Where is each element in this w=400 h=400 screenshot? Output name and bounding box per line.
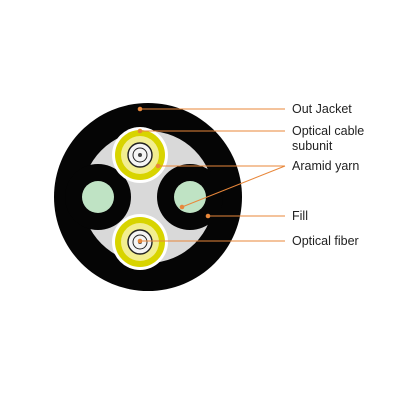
right-strength-element xyxy=(157,164,223,230)
left-strength-element xyxy=(65,164,131,230)
label-aramid-yarn: Aramid yarn xyxy=(292,159,359,173)
dot-fill xyxy=(205,213,211,219)
leader-lines xyxy=(140,108,286,242)
dot-optical-fiber xyxy=(137,238,143,244)
label-fill: Fill xyxy=(292,209,308,223)
label-optical-fiber: Optical fiber xyxy=(292,234,359,248)
dot-aramid-yarn-b xyxy=(179,204,185,210)
top-optical-subunit xyxy=(112,127,168,183)
dot-out-jacket xyxy=(137,106,143,112)
leader-aramid-yarn-b xyxy=(181,165,286,208)
dot-optical-cable-subunit xyxy=(137,128,143,134)
label-out-jacket: Out Jacket xyxy=(292,102,352,116)
label-optical-cable-subunit-line2: subunit xyxy=(292,139,333,153)
label-optical-cable-subunit-line1: Optical cable xyxy=(292,124,364,138)
pointer-dots xyxy=(137,106,211,244)
dot-aramid-yarn-a xyxy=(155,163,161,169)
labels: Out Jacket Optical cable subunit Aramid … xyxy=(292,102,364,248)
